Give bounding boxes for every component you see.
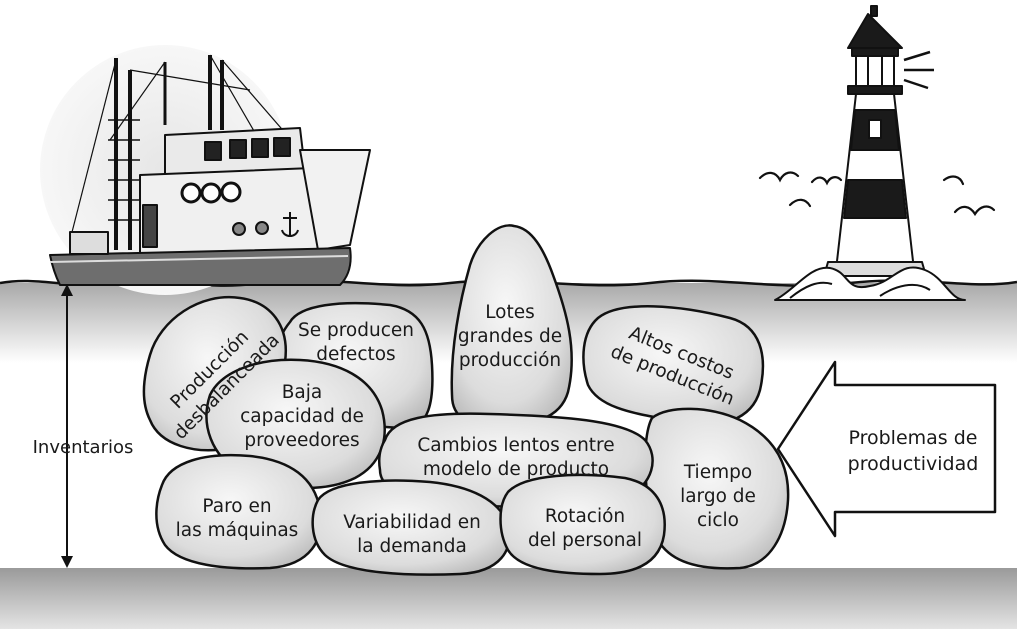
rock-label-lotes-grandes-3: producción xyxy=(459,350,561,371)
rock-label-tiempo-largo-1: Tiempo xyxy=(683,462,752,483)
rock-lotes-grandes xyxy=(450,224,573,427)
rock-label-baja-capacidad-2: capacidad de xyxy=(240,406,364,427)
rock-label-cambios-lentos-2: modelo de producto xyxy=(423,459,609,480)
inventory-level-arrow xyxy=(61,284,73,568)
rock-label-variabilidad-1: Variabilidad en xyxy=(343,512,481,533)
rock-label-baja-capacidad-1: Baja xyxy=(282,382,323,403)
arrow-label-line-1: Problemas de xyxy=(848,427,977,449)
arrow-label-line-2: productividad xyxy=(848,453,979,475)
rock-label-lotes-grandes-1: Lotes xyxy=(485,302,535,323)
rock-label-lotes-grandes-2: grandes de xyxy=(458,326,562,347)
rock-label-tiempo-largo-2: largo de xyxy=(680,486,756,507)
productivity-problems-arrow: Problemas de productividad xyxy=(776,360,997,538)
rock-label-se-producen-defectos-1: Se producen xyxy=(298,320,414,341)
rock-label-se-producen-defectos-2: defectos xyxy=(316,344,395,365)
seagulls-icon xyxy=(758,171,996,217)
lighthouse-icon xyxy=(774,5,966,301)
rock-label-rotacion-2: del personal xyxy=(528,530,642,551)
rock-rotacion xyxy=(499,473,666,576)
rock-altos-costos xyxy=(582,305,765,426)
rock-label-variabilidad-2: la demanda xyxy=(357,536,467,557)
rock-label-baja-capacidad-3: proveedores xyxy=(244,430,359,451)
inventory-label: Inventarios xyxy=(33,437,134,458)
rock-label-rotacion-1: Rotación xyxy=(545,506,625,527)
rock-variabilidad xyxy=(311,479,511,576)
rock-pile xyxy=(142,224,790,576)
rock-label-cambios-lentos-1: Cambios lentos entre xyxy=(417,435,614,456)
fishing-boat-icon xyxy=(49,54,371,286)
rock-label-paro-maquinas-1: Paro en xyxy=(202,496,271,517)
rock-label-tiempo-largo-3: ciclo xyxy=(697,510,739,531)
rock-label-paro-maquinas-2: las máquinas xyxy=(176,520,299,541)
sea-floor xyxy=(0,568,1017,629)
